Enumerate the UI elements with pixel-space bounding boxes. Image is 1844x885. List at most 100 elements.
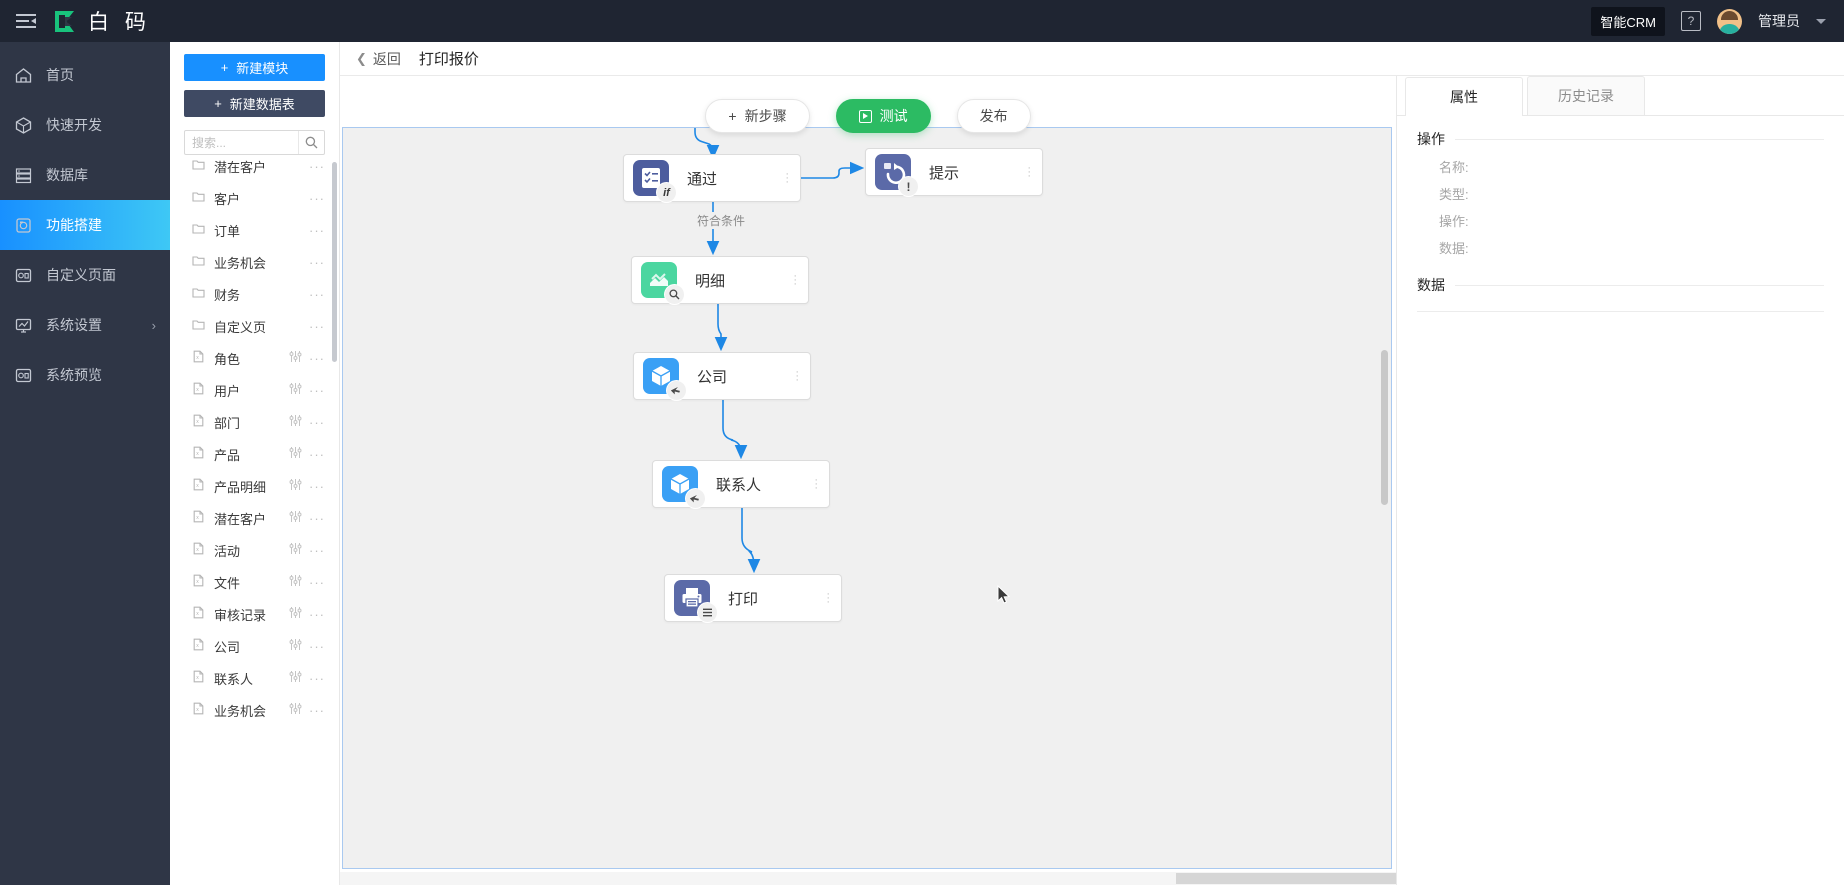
- more-icon[interactable]: ···: [309, 478, 325, 494]
- more-icon[interactable]: ···: [309, 574, 325, 590]
- settings-slider-icon[interactable]: [289, 382, 302, 398]
- back-button[interactable]: ❮ 返回: [356, 49, 401, 69]
- flow-node-detail[interactable]: 明细···: [631, 256, 809, 304]
- left-nav-list: 首页快速开发数据库功能搭建自定义页面系统设置›系统预览: [0, 42, 170, 400]
- tree-item[interactable]: 客户···: [170, 182, 339, 214]
- node-menu-icon[interactable]: ···: [785, 168, 789, 188]
- settings-slider-icon[interactable]: [289, 702, 302, 718]
- tree-scrollbar[interactable]: [332, 162, 337, 362]
- more-icon[interactable]: ···: [309, 350, 325, 366]
- hamburger-icon[interactable]: [0, 13, 52, 29]
- node-menu-icon[interactable]: ···: [826, 588, 830, 608]
- settings-slider-icon[interactable]: [289, 638, 302, 654]
- tree-item[interactable]: 财务···: [170, 278, 339, 310]
- settings-slider-icon[interactable]: [289, 670, 302, 686]
- sidebar-item-0[interactable]: 首页: [0, 50, 170, 100]
- user-name[interactable]: 管理员: [1758, 13, 1800, 29]
- settings-slider-icon[interactable]: [289, 542, 302, 558]
- sidebar-item-3[interactable]: 功能搭建: [0, 200, 170, 250]
- canvas-horizontal-scrollbar-thumb[interactable]: [1176, 873, 1458, 884]
- tree-item[interactable]: 潜在客户···: [170, 150, 339, 182]
- tree-item[interactable]: 订单···: [170, 214, 339, 246]
- new-table-button[interactable]: + 新建数据表: [184, 90, 325, 117]
- settings-slider-icon[interactable]: [289, 446, 302, 462]
- settings-slider-icon[interactable]: [289, 350, 302, 366]
- more-icon[interactable]: ···: [309, 702, 325, 718]
- more-icon[interactable]: ···: [309, 254, 325, 270]
- more-icon[interactable]: ···: [309, 606, 325, 622]
- node-menu-icon[interactable]: ···: [793, 270, 797, 290]
- more-icon[interactable]: ···: [309, 222, 325, 238]
- more-icon[interactable]: ···: [309, 318, 325, 334]
- tree-item-label: 潜在客户: [214, 511, 267, 527]
- flow-node-print[interactable]: 打印···: [664, 574, 842, 622]
- new-step-button[interactable]: + 新步骤: [705, 99, 810, 133]
- chevron-down-icon[interactable]: [1816, 18, 1826, 24]
- search-icon[interactable]: [298, 131, 324, 154]
- canvas-horizontal-scrollbar-track[interactable]: [340, 872, 1458, 885]
- flow-node-tip[interactable]: !提示···: [865, 148, 1043, 196]
- node-menu-icon[interactable]: ···: [795, 366, 799, 386]
- logo-icon: [52, 9, 77, 34]
- more-icon[interactable]: ···: [309, 414, 325, 430]
- tree-item[interactable]: 业务机会···: [170, 246, 339, 278]
- sidebar-item-5[interactable]: 系统设置›: [0, 300, 170, 350]
- node-menu-icon[interactable]: ···: [814, 474, 818, 494]
- property-row: 操作:: [1417, 203, 1824, 230]
- flow-node-contact[interactable]: 联系人···: [652, 460, 830, 508]
- printer-icon: [674, 580, 717, 622]
- sidebar-item-6[interactable]: 系统预览: [0, 350, 170, 400]
- flow-node-company[interactable]: 公司···: [633, 352, 811, 400]
- settings-slider-icon[interactable]: [289, 510, 302, 526]
- more-icon[interactable]: ···: [309, 190, 325, 206]
- more-icon[interactable]: ···: [309, 382, 325, 398]
- help-icon[interactable]: ?: [1681, 11, 1701, 31]
- more-icon[interactable]: ···: [309, 510, 325, 526]
- settings-slider-icon[interactable]: [289, 478, 302, 494]
- sidebar-item-1[interactable]: 快速开发: [0, 100, 170, 150]
- flow-node-label: 通过: [687, 170, 718, 188]
- node-menu-icon[interactable]: ···: [1027, 162, 1031, 182]
- tab-1[interactable]: 历史记录: [1527, 76, 1645, 115]
- more-icon[interactable]: ···: [309, 286, 325, 302]
- search-input[interactable]: [185, 135, 298, 150]
- crm-badge[interactable]: 智能CRM: [1591, 6, 1665, 36]
- tree-item-actions: ···: [289, 670, 339, 686]
- new-module-button[interactable]: + 新建模块: [184, 54, 325, 81]
- sidebar-item-label: 快速开发: [46, 117, 102, 133]
- more-icon[interactable]: ···: [309, 446, 325, 462]
- sidebar-item-2[interactable]: 数据库: [0, 150, 170, 200]
- canvas-vertical-scrollbar[interactable]: [1381, 350, 1388, 505]
- tree-item-label: 自定义页: [214, 319, 267, 335]
- new-module-label: 新建模块: [236, 61, 289, 76]
- more-icon[interactable]: ···: [309, 638, 325, 654]
- more-icon[interactable]: ···: [309, 670, 325, 686]
- settings-slider-icon[interactable]: [289, 606, 302, 622]
- publish-button[interactable]: 发布: [956, 99, 1031, 133]
- more-icon[interactable]: ···: [309, 542, 325, 558]
- sidebar-item-4[interactable]: 自定义页面: [0, 250, 170, 300]
- more-icon[interactable]: ···: [309, 158, 325, 174]
- new-table-label: 新建数据表: [229, 97, 295, 112]
- avatar[interactable]: [1717, 8, 1742, 34]
- settings-slider-icon[interactable]: [289, 574, 302, 590]
- tree-item[interactable]: 自定义页 ···: [170, 310, 339, 342]
- settings-slider-icon[interactable]: [289, 414, 302, 430]
- test-button[interactable]: 测试: [835, 99, 931, 133]
- tab-0[interactable]: 属性: [1405, 77, 1523, 116]
